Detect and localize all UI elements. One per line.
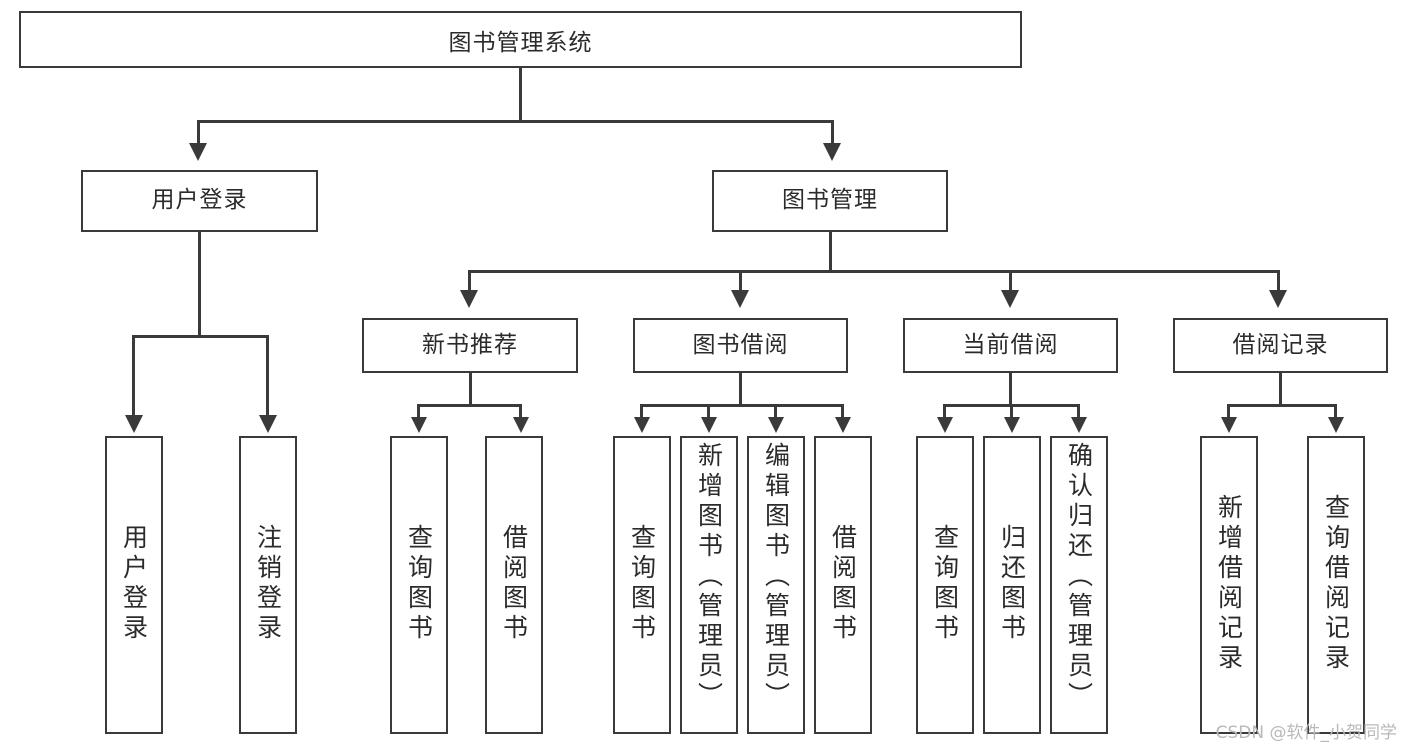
- arrow-current-borrow: [1001, 290, 1019, 308]
- arrow-leaf-user-login-1: [259, 415, 277, 433]
- node-root-system[interactable]: 图书管理系统: [19, 11, 1022, 68]
- leaf-borrow-record-1[interactable]: 查询借阅记录: [1307, 436, 1365, 734]
- connector-drop-leaf-user-login-0: [132, 335, 135, 417]
- arrow-leaf-book-borrow-3: [835, 417, 851, 433]
- node-label: 用户登录: [119, 524, 149, 644]
- node-label: 查询借阅记录: [1321, 494, 1351, 674]
- node-label: 查询图书: [627, 524, 657, 644]
- connector-new-book-stem: [469, 373, 472, 406]
- node-label: 新增图书（管理员）: [694, 442, 724, 712]
- csdn-watermark: CSDN @软件_小贺同学: [1215, 723, 1397, 743]
- leaf-book-borrow-0[interactable]: 查询图书: [613, 436, 671, 734]
- connector-drop-leaf-current-borrow-0: [943, 404, 946, 418]
- node-label: 借阅图书: [828, 524, 858, 644]
- connector-drop-leaf-new-book-1: [519, 404, 522, 418]
- connector-borrow-record-stem: [1279, 373, 1282, 406]
- arrow-leaf-new-book-0: [411, 417, 427, 433]
- node-label: 用户登录: [151, 187, 248, 214]
- node-current-borrowing[interactable]: 当前借阅: [903, 318, 1118, 373]
- node-label: 确认归还（管理员）: [1064, 442, 1094, 712]
- node-book-management[interactable]: 图书管理: [712, 170, 948, 232]
- leaf-user-login-0[interactable]: 用户登录: [105, 436, 163, 734]
- connector-current-borrow-stem: [1009, 373, 1012, 406]
- node-label: 归还图书: [997, 524, 1027, 644]
- connector-new-book-bus: [417, 404, 522, 407]
- arrow-user-login: [189, 143, 207, 161]
- connector-book-borrow-bus: [640, 404, 844, 407]
- connector-drop-leaf-current-borrow-2: [1077, 404, 1080, 418]
- leaf-user-login-1[interactable]: 注销登录: [239, 436, 297, 734]
- connector-level3-bus: [468, 270, 1280, 273]
- node-label: 查询图书: [930, 524, 960, 644]
- connector-drop-leaf-book-borrow-1: [707, 404, 710, 418]
- leaf-book-borrow-2[interactable]: 编辑图书（管理员）: [747, 436, 805, 734]
- connector-drop-book-manage: [831, 120, 834, 145]
- arrow-leaf-current-borrow-1: [1004, 417, 1020, 433]
- node-new-book-recommend[interactable]: 新书推荐: [362, 318, 578, 373]
- node-label: 借阅记录: [1232, 331, 1329, 358]
- connector-drop-leaf-book-borrow-0: [640, 404, 643, 418]
- leaf-current-borrow-2[interactable]: 确认归还（管理员）: [1050, 436, 1108, 734]
- node-label: 图书借阅: [692, 331, 789, 358]
- arrow-leaf-book-borrow-1: [701, 417, 717, 433]
- arrow-leaf-book-borrow-2: [768, 417, 784, 433]
- connector-drop-book-borrow: [739, 270, 742, 292]
- leaf-new-book-1[interactable]: 借阅图书: [485, 436, 543, 734]
- connector-book-manage-stem: [829, 232, 832, 272]
- connector-drop-current-borrow: [1009, 270, 1012, 292]
- arrow-leaf-user-login-0: [125, 415, 143, 433]
- node-label: 新增借阅记录: [1214, 494, 1244, 674]
- node-label: 当前借阅: [962, 331, 1059, 358]
- connector-drop-leaf-user-login-1: [266, 335, 269, 417]
- connector-drop-leaf-book-borrow-2: [774, 404, 777, 418]
- leaf-new-book-0[interactable]: 查询图书: [390, 436, 448, 734]
- node-label: 查询图书: [404, 524, 434, 644]
- connector-borrow-record-bus: [1227, 404, 1337, 407]
- arrow-book-borrow: [731, 290, 749, 308]
- arrow-book-manage: [823, 143, 841, 161]
- connector-level2-bus: [197, 120, 834, 123]
- connector-root-stem: [519, 68, 522, 122]
- connector-book-borrow-stem: [739, 373, 742, 406]
- arrow-leaf-new-book-1: [513, 417, 529, 433]
- arrow-leaf-book-borrow-0: [634, 417, 650, 433]
- node-user-login[interactable]: 用户登录: [81, 170, 318, 232]
- arrow-borrow-record: [1269, 290, 1287, 308]
- leaf-current-borrow-0[interactable]: 查询图书: [916, 436, 974, 734]
- connector-drop-leaf-borrow-record-0: [1227, 404, 1230, 418]
- connector-drop-leaf-current-borrow-1: [1010, 404, 1013, 418]
- node-book-borrowing[interactable]: 图书借阅: [633, 318, 848, 373]
- arrow-leaf-current-borrow-0: [937, 417, 953, 433]
- node-label: 图书管理系统: [448, 29, 593, 56]
- connector-drop-borrow-record: [1277, 270, 1280, 292]
- node-label: 借阅图书: [499, 524, 529, 644]
- arrow-leaf-current-borrow-2: [1071, 417, 1087, 433]
- arrow-new-book: [460, 290, 478, 308]
- connector-user-login-bus: [132, 335, 269, 338]
- connector-drop-leaf-book-borrow-3: [841, 404, 844, 418]
- connector-drop-leaf-new-book-0: [417, 404, 420, 418]
- connector-user-login-stem: [198, 232, 201, 337]
- node-label: 图书管理: [782, 187, 878, 214]
- leaf-borrow-record-0[interactable]: 新增借阅记录: [1200, 436, 1258, 734]
- node-label: 新书推荐: [422, 331, 518, 358]
- arrow-leaf-borrow-record-1: [1328, 417, 1344, 433]
- connector-drop-new-book: [468, 270, 471, 292]
- leaf-book-borrow-3[interactable]: 借阅图书: [814, 436, 872, 734]
- node-borrow-records[interactable]: 借阅记录: [1173, 318, 1388, 373]
- arrow-leaf-borrow-record-0: [1221, 417, 1237, 433]
- leaf-book-borrow-1[interactable]: 新增图书（管理员）: [680, 436, 738, 734]
- node-label: 注销登录: [253, 524, 283, 644]
- connector-drop-leaf-borrow-record-1: [1334, 404, 1337, 418]
- connector-drop-user-login: [197, 120, 200, 145]
- leaf-current-borrow-1[interactable]: 归还图书: [983, 436, 1041, 734]
- node-label: 编辑图书（管理员）: [761, 442, 791, 712]
